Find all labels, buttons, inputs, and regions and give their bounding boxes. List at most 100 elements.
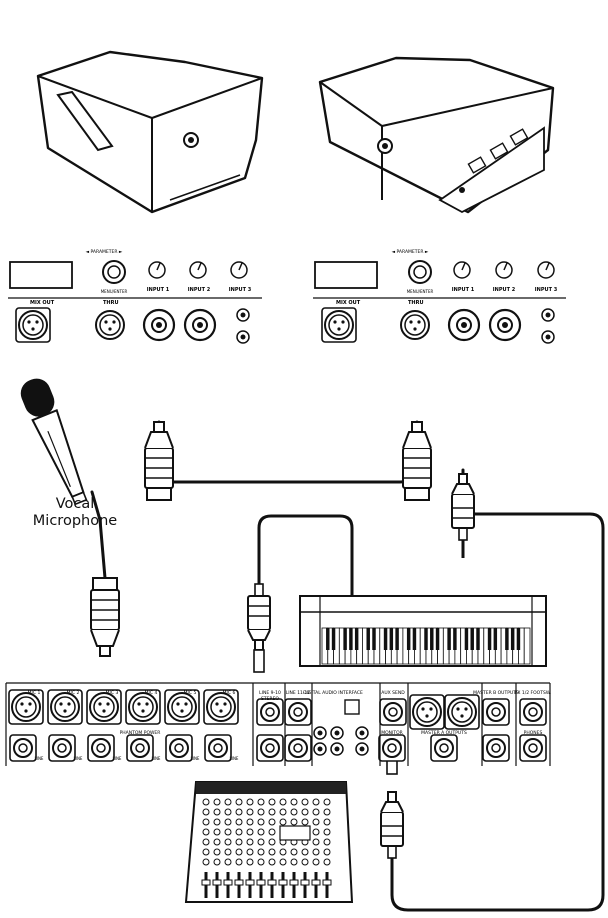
keyboard-instrument xyxy=(299,595,547,667)
mixer-knob xyxy=(235,828,243,836)
mixer-jack xyxy=(379,698,407,726)
mixer-knob xyxy=(257,808,265,816)
rca-jack xyxy=(330,726,344,740)
line-label: LINE xyxy=(113,756,122,761)
mic-label-line2: Microphone xyxy=(32,513,118,529)
mixer-knob xyxy=(312,828,320,836)
mixer-fader-cap xyxy=(267,879,277,886)
rca-jack xyxy=(355,742,369,756)
mixer-knob xyxy=(246,828,254,836)
line-label: LINE xyxy=(191,756,200,761)
input3-label: INPUT 3 xyxy=(535,287,558,293)
mixer-knob xyxy=(290,858,298,866)
mixer-knob xyxy=(290,798,298,806)
black-key xyxy=(331,628,336,650)
mixer-knob xyxy=(213,848,221,856)
xlr-plug-right xyxy=(402,421,432,501)
thru-label: THRU xyxy=(408,300,424,306)
mixer-jack xyxy=(256,698,284,726)
black-key xyxy=(476,628,480,650)
mixer-knob xyxy=(202,838,210,846)
monitor-jack-plug xyxy=(379,755,405,878)
mixer-knob xyxy=(213,838,221,846)
input1-label: INPUT 1 xyxy=(452,287,475,293)
mixer-knob xyxy=(279,858,287,866)
mixer-knob xyxy=(268,848,276,856)
mixer-mic3-input: MIC 3 LINE xyxy=(86,689,122,762)
jack-plug-right-input xyxy=(450,472,476,560)
mixer-knob xyxy=(323,828,331,836)
line-label: LINE xyxy=(74,756,83,761)
mixer-fader-cap xyxy=(256,879,266,886)
black-key xyxy=(389,628,394,650)
stereo-label: STEREO xyxy=(261,696,279,702)
mixer-jack xyxy=(482,734,510,762)
mixer-mic1-input: MIC 1 LINE xyxy=(8,689,44,762)
rca-jack xyxy=(313,726,327,740)
black-key xyxy=(326,628,330,650)
mixer-knob xyxy=(235,808,243,816)
mixer-knob xyxy=(257,838,265,846)
mixer-knob xyxy=(246,808,254,816)
mic5-label: MIC 5 xyxy=(184,690,197,696)
mixer-knob xyxy=(268,838,276,846)
mic-label: Vocal Microphone xyxy=(20,496,130,530)
mixer-knob xyxy=(202,828,210,836)
mixer-knob xyxy=(279,798,287,806)
black-key xyxy=(510,628,515,650)
mix-out-label: MIX OUT xyxy=(336,300,361,306)
mixer-knob xyxy=(301,848,309,856)
mixer-jack xyxy=(519,698,547,726)
mixer-jack xyxy=(284,698,312,726)
mixer-knob xyxy=(301,818,309,826)
mixer-knob xyxy=(312,808,320,816)
mixer-knob xyxy=(202,818,210,826)
mic3-label: MIC 3 xyxy=(106,690,119,696)
mixer-knob xyxy=(279,818,287,826)
black-key xyxy=(424,628,428,650)
mic4-label: MIC 4 xyxy=(145,690,158,696)
usb-port xyxy=(344,699,360,715)
mixer-knob xyxy=(224,798,232,806)
black-key xyxy=(516,628,521,650)
mixer-knob xyxy=(213,818,221,826)
mic-xlr-plug xyxy=(90,577,120,657)
master-a-label: MASTER A OUTPUTS xyxy=(421,730,467,736)
mixer-knob xyxy=(257,828,265,836)
mixer-knob xyxy=(257,818,265,826)
speaker-panel-right: ◄ PARAMETER ► MENU/ENTER MIX OUT THRU IN… xyxy=(313,249,566,344)
input2-label: INPUT 2 xyxy=(493,287,516,293)
mixer-fader-cap xyxy=(245,879,255,886)
menu-enter-label: MENU/ENTER xyxy=(407,289,434,294)
monitor-speaker-front xyxy=(36,50,264,214)
mixer-knob xyxy=(279,848,287,856)
input1-label: INPUT 1 xyxy=(147,287,170,293)
mixer-fader-cap xyxy=(223,879,233,886)
speaker-panel-left: ◄ PARAMETER ► MENU/ENTER MIX OUT THRU IN… xyxy=(8,249,262,344)
mic-label-line1: Vocal xyxy=(55,496,95,512)
input2-label: INPUT 2 xyxy=(188,287,211,293)
thru-label: THRU xyxy=(103,300,119,306)
mixer-knob xyxy=(312,848,320,856)
line1112-label: LINE 11-12 xyxy=(286,690,311,696)
mixer-knob xyxy=(268,828,276,836)
mixer-knob xyxy=(268,818,276,826)
mixer-fader-cap xyxy=(234,879,244,886)
black-key xyxy=(487,628,492,650)
keyboard-jack-plug xyxy=(246,564,272,673)
line-label: LINE xyxy=(35,756,44,761)
mic2-label: MIC 2 xyxy=(67,690,80,696)
mixer-knob xyxy=(323,838,331,846)
mic1-label: MIC 1 xyxy=(28,690,41,696)
black-key xyxy=(453,628,457,650)
mixer-fader-cap xyxy=(289,879,299,886)
mixer-knob xyxy=(268,858,276,866)
mixer-knob xyxy=(323,798,331,806)
mixer-knob xyxy=(290,848,298,856)
mixer-knob xyxy=(323,808,331,816)
rca-jack xyxy=(330,742,344,756)
mixer-knob xyxy=(213,798,221,806)
mixer-knob xyxy=(224,858,232,866)
mixer-knob xyxy=(235,818,243,826)
